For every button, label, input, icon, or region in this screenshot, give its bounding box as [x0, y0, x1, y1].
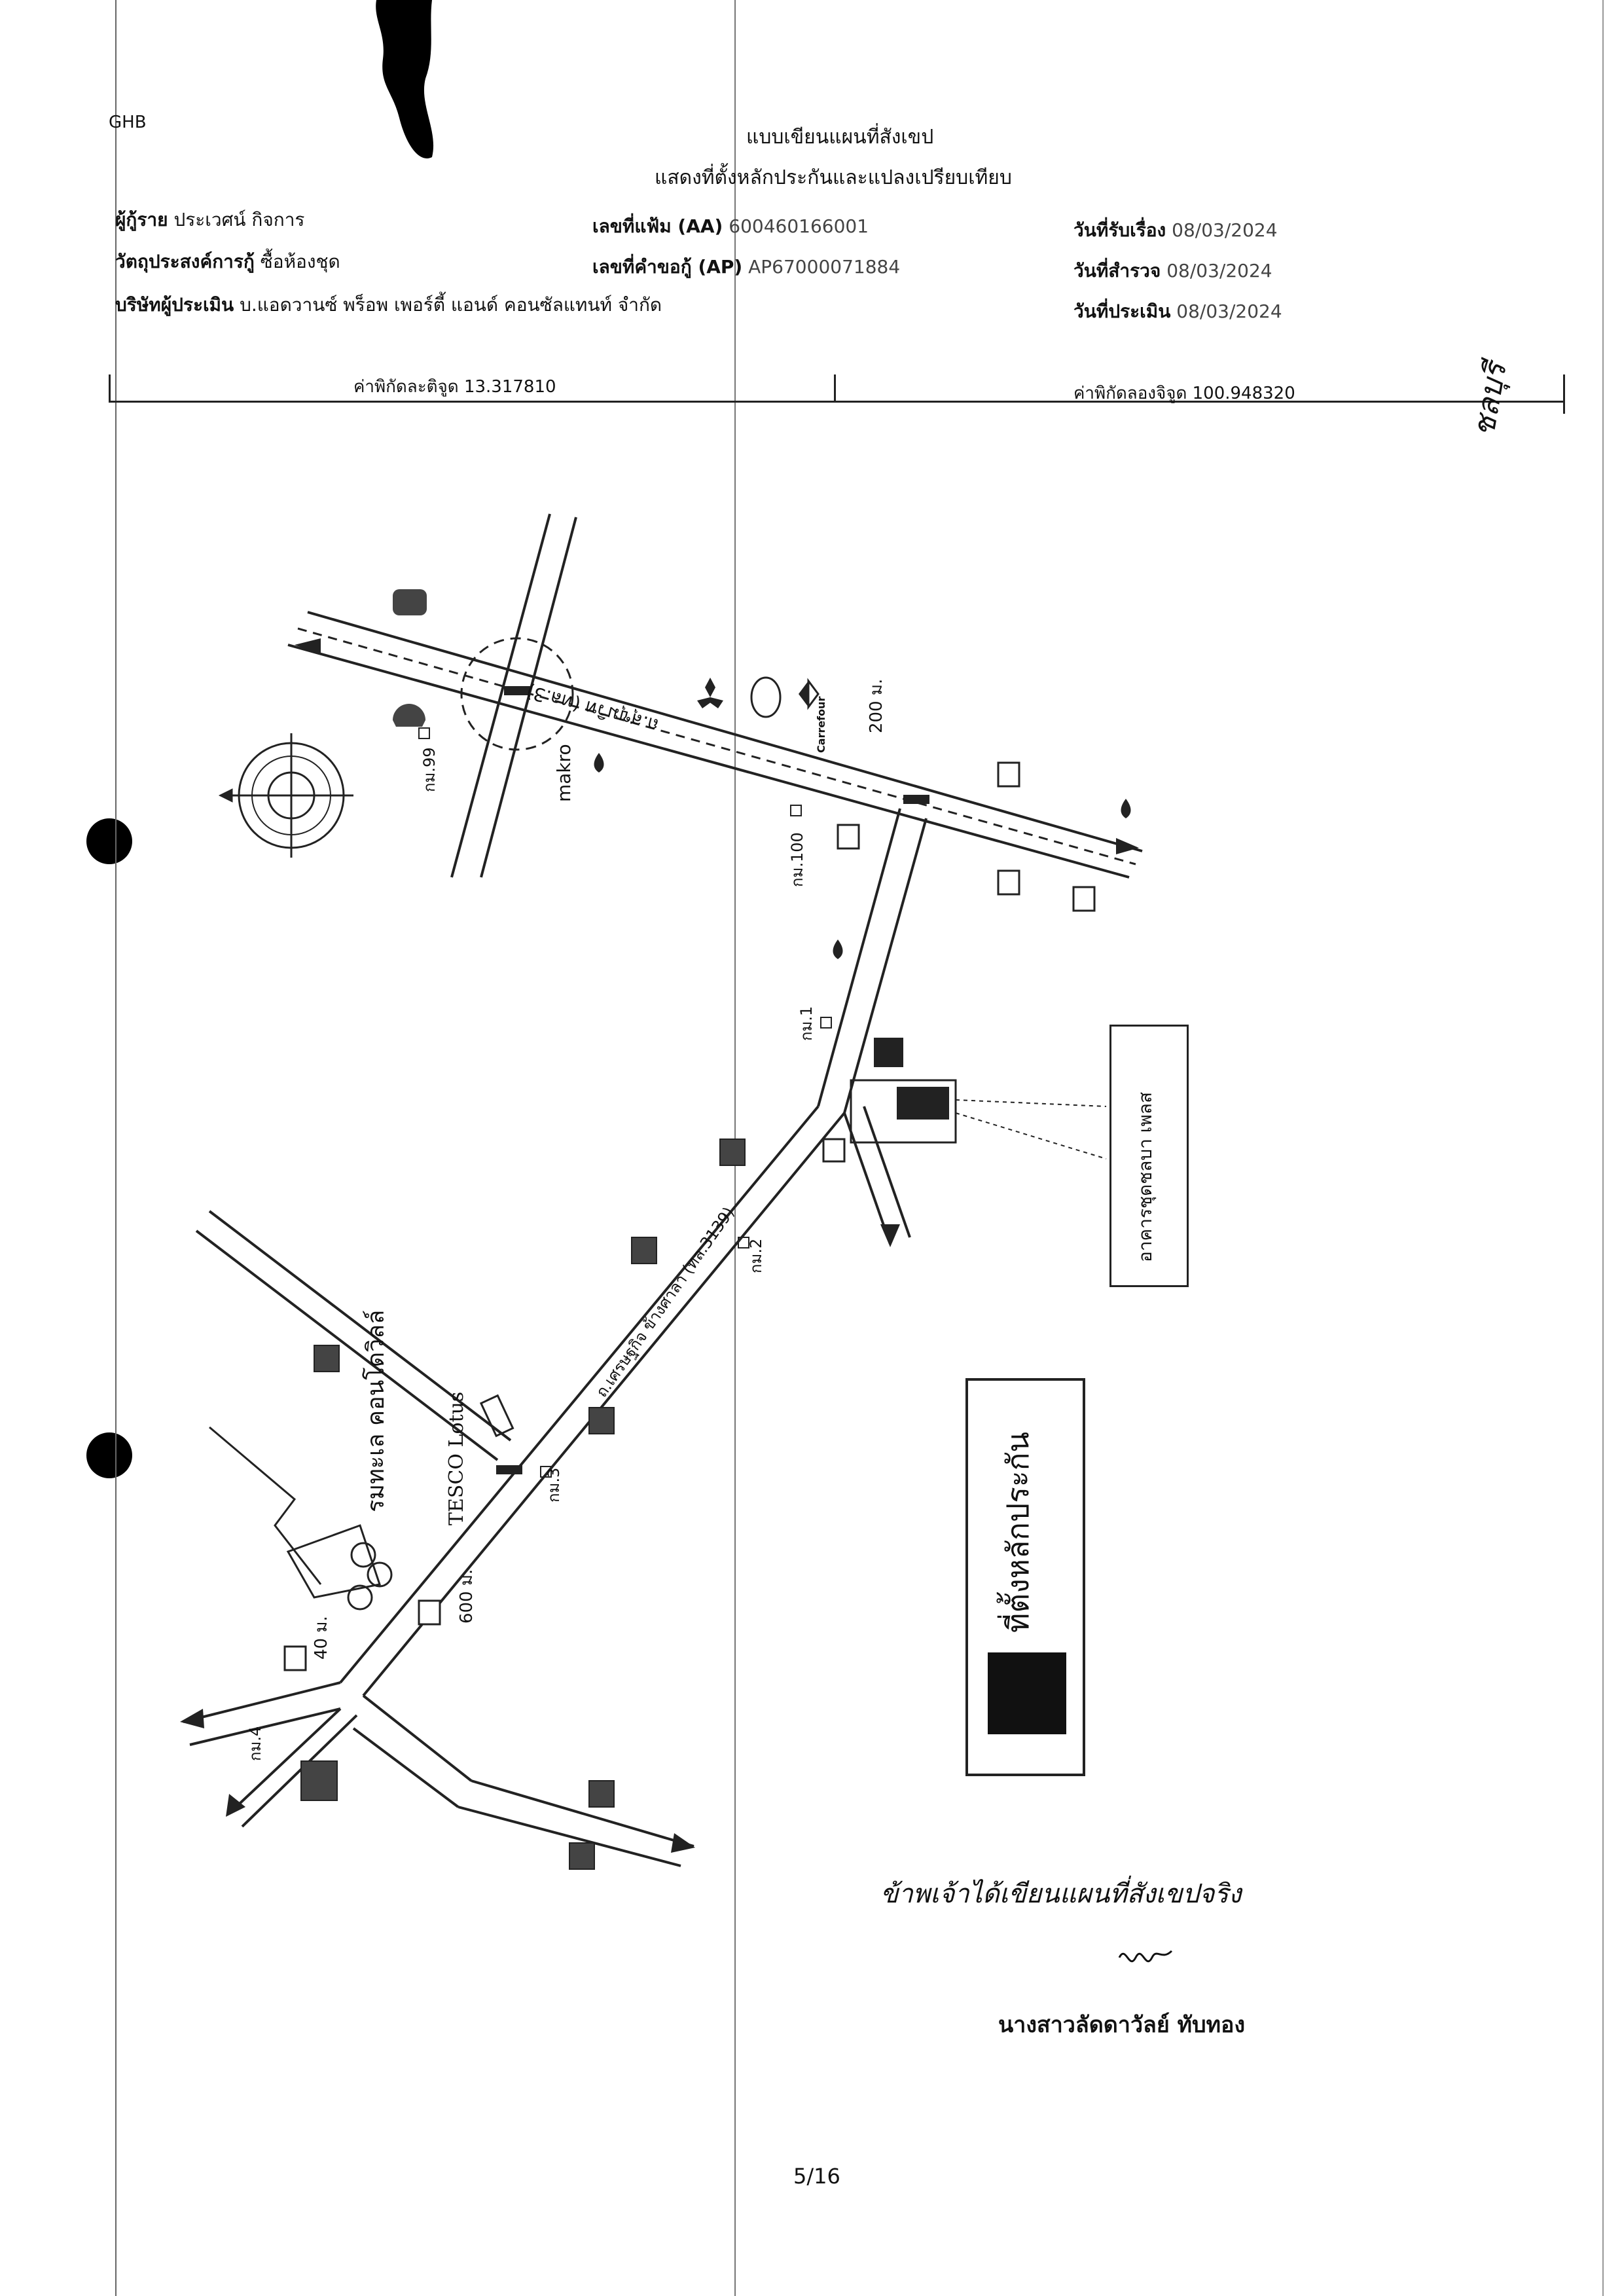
file-no-value: 600460166001: [729, 215, 869, 237]
legend-box: ที่ตั้งหลักประกัน: [965, 1378, 1085, 1776]
longitude-label: ค่าพิกัดลองจิจูด: [1073, 384, 1187, 403]
label-carrefour: Carrefour: [815, 696, 827, 753]
compass-rose: [218, 733, 353, 858]
arrow-east: [1116, 838, 1139, 854]
label-km-100: กม.100: [788, 832, 806, 887]
legend-swatch: [988, 1652, 1066, 1734]
esso-logo-icon: [750, 676, 782, 718]
survey-row: วันที่สำรวจ 08/03/2024: [1073, 257, 1272, 285]
main-highway: [287, 611, 1143, 879]
traffic-light-2: [903, 795, 929, 804]
appraisal-value: 08/03/2024: [1176, 301, 1282, 322]
landmark-icon: [393, 589, 427, 615]
request-no-row: เลขที่คำขอกู้ (AP) AP67000071884: [592, 253, 900, 282]
appraiser-label: บริษัทผู้ประเมิน: [115, 294, 234, 316]
shell-logo-icon: [393, 704, 425, 727]
branch-road: [817, 808, 928, 1114]
received-row: วันที่รับเรื่อง 08/03/2024: [1073, 216, 1278, 245]
label-km-1: กม.1: [797, 1006, 816, 1041]
label-dist-200: 200 ม.: [867, 678, 886, 733]
arrow-down: [880, 1224, 900, 1247]
longitude-value: 100.948320: [1192, 384, 1295, 403]
survey-value: 08/03/2024: [1166, 260, 1272, 282]
latitude-value: 13.317810: [463, 377, 556, 397]
signer-name: นางสาวลัดดาวัลย์ ทับทอง: [998, 2012, 1246, 2038]
legend-label: ที่ตั้งหลักประกัน: [1000, 1432, 1036, 1633]
coord-bar-tick-right: [1563, 374, 1565, 414]
leader-line-1: [955, 1099, 1107, 1107]
traffic-light-3: [496, 1465, 522, 1474]
appraiser-row: บริษัทผู้ประเมิน บ.แอดวานซ์ พร็อพ เพอร์ต…: [115, 291, 662, 319]
arrow-sw: [180, 1709, 204, 1728]
purpose-row: วัตถุประสงค์การกู้ ซื้อห้องชุด: [115, 247, 340, 276]
gas-station-icon-2: [1121, 799, 1131, 818]
subject-parcel: [822, 1038, 957, 1163]
subject-building-box: อาคารชุดชลบา เพลส: [1109, 1025, 1189, 1287]
km-markers: [418, 727, 832, 1478]
arrow-s: [226, 1794, 245, 1817]
doc-title: แบบเขียนแผนที่สังเขป: [746, 126, 934, 149]
coord-bar-tick-mid: [834, 374, 836, 402]
file-no-label: เลขที่แฟ้ม (AA): [592, 215, 723, 237]
latitude-label: ค่าพิกัดละติจูด: [353, 377, 459, 397]
mitsubishi-logo-icon: [697, 678, 723, 708]
ink-smudge: [376, 0, 434, 158]
arrow-west: [295, 638, 321, 655]
label-tesco: TESCO Lotus: [445, 1391, 468, 1525]
file-no-row: เลขที่แฟ้ม (AA) 600460166001: [592, 212, 869, 241]
label-km-4: กม.4: [246, 1726, 264, 1761]
label-km-3: กม.3: [545, 1467, 563, 1503]
intersection-ring: [460, 637, 574, 751]
received-value: 08/03/2024: [1172, 219, 1278, 241]
carrefour-logo-icon: [799, 678, 820, 710]
request-no-value: AP67000071884: [748, 256, 901, 278]
temple-icons: [300, 1139, 746, 1870]
purpose-value: ซื้อห้องชุด: [260, 251, 340, 272]
page-number: 5/16: [793, 2164, 840, 2189]
building-icons: [283, 761, 1096, 1671]
bus-stop-icon: [479, 1394, 514, 1438]
label-hotel: รมทะเล คอนโดวิลล์: [363, 1309, 389, 1512]
latitude: ค่าพิกัดละติจูด 13.317810: [353, 373, 556, 400]
coord-bar-tick-left: [109, 374, 111, 402]
punch-hole-bottom: [86, 1432, 132, 1478]
leader-line-2: [955, 1112, 1107, 1159]
longitude: ค่าพิกัดลองจิจูด 100.948320: [1073, 380, 1295, 407]
borrower-row: ผู้กู้ราย ประเวศน์ กิจการ: [115, 206, 304, 234]
cross-road: [450, 513, 577, 878]
appraiser-value: บ.แอดวานซ์ พร็อพ เพอร์ตี้ แอนด์ คอนซัลแท…: [240, 294, 662, 316]
borrower-label: ผู้กู้ราย: [115, 209, 168, 230]
borrower-value: ประเวศน์ กิจการ: [173, 209, 305, 230]
appraisal-row: วันที่ประเมิน 08/03/2024: [1073, 297, 1282, 326]
punch-hole-top: [86, 818, 132, 864]
traffic-light-1: [504, 686, 530, 695]
purpose-label: วัตถุประสงค์การกู้: [115, 251, 255, 272]
label-km-99: กม.99: [420, 747, 439, 792]
secondary-road: [183, 1105, 911, 1867]
label-dist-600: 600 ม.: [457, 1569, 477, 1624]
scan-line-left: [115, 0, 117, 2296]
subject-building-label: อาคารชุดชลบา เพลส: [1134, 1091, 1156, 1262]
doc-code: GHB: [109, 113, 147, 132]
signature-note: ข้าพเจ้าได้เขียนแผนที่สังเขปจริง: [880, 1879, 1242, 1909]
scan-line-right: [1602, 0, 1604, 2296]
received-label: วันที่รับเรื่อง: [1073, 219, 1166, 241]
doc-subtitle: แสดงที่ตั้งหลักประกันและแปลงเปรียบเทียบ: [655, 166, 1012, 189]
label-dist-40: 40 ม.: [312, 1616, 331, 1660]
gas-station-icon-3: [833, 939, 843, 959]
arrow-se: [671, 1833, 695, 1853]
coord-bar-line: [109, 401, 1564, 403]
label-km-2: กม.2: [747, 1238, 765, 1273]
request-no-label: เลขที่คำขอกู้ (AP): [592, 256, 743, 278]
survey-label: วันที่สำรวจ: [1073, 260, 1161, 282]
tesco-area: [209, 1426, 393, 1611]
signature-mark: [1118, 1950, 1173, 1963]
appraisal-label: วันที่ประเมิน: [1073, 301, 1171, 322]
gas-station-icon: [594, 753, 604, 773]
label-makro: makro: [553, 744, 575, 802]
